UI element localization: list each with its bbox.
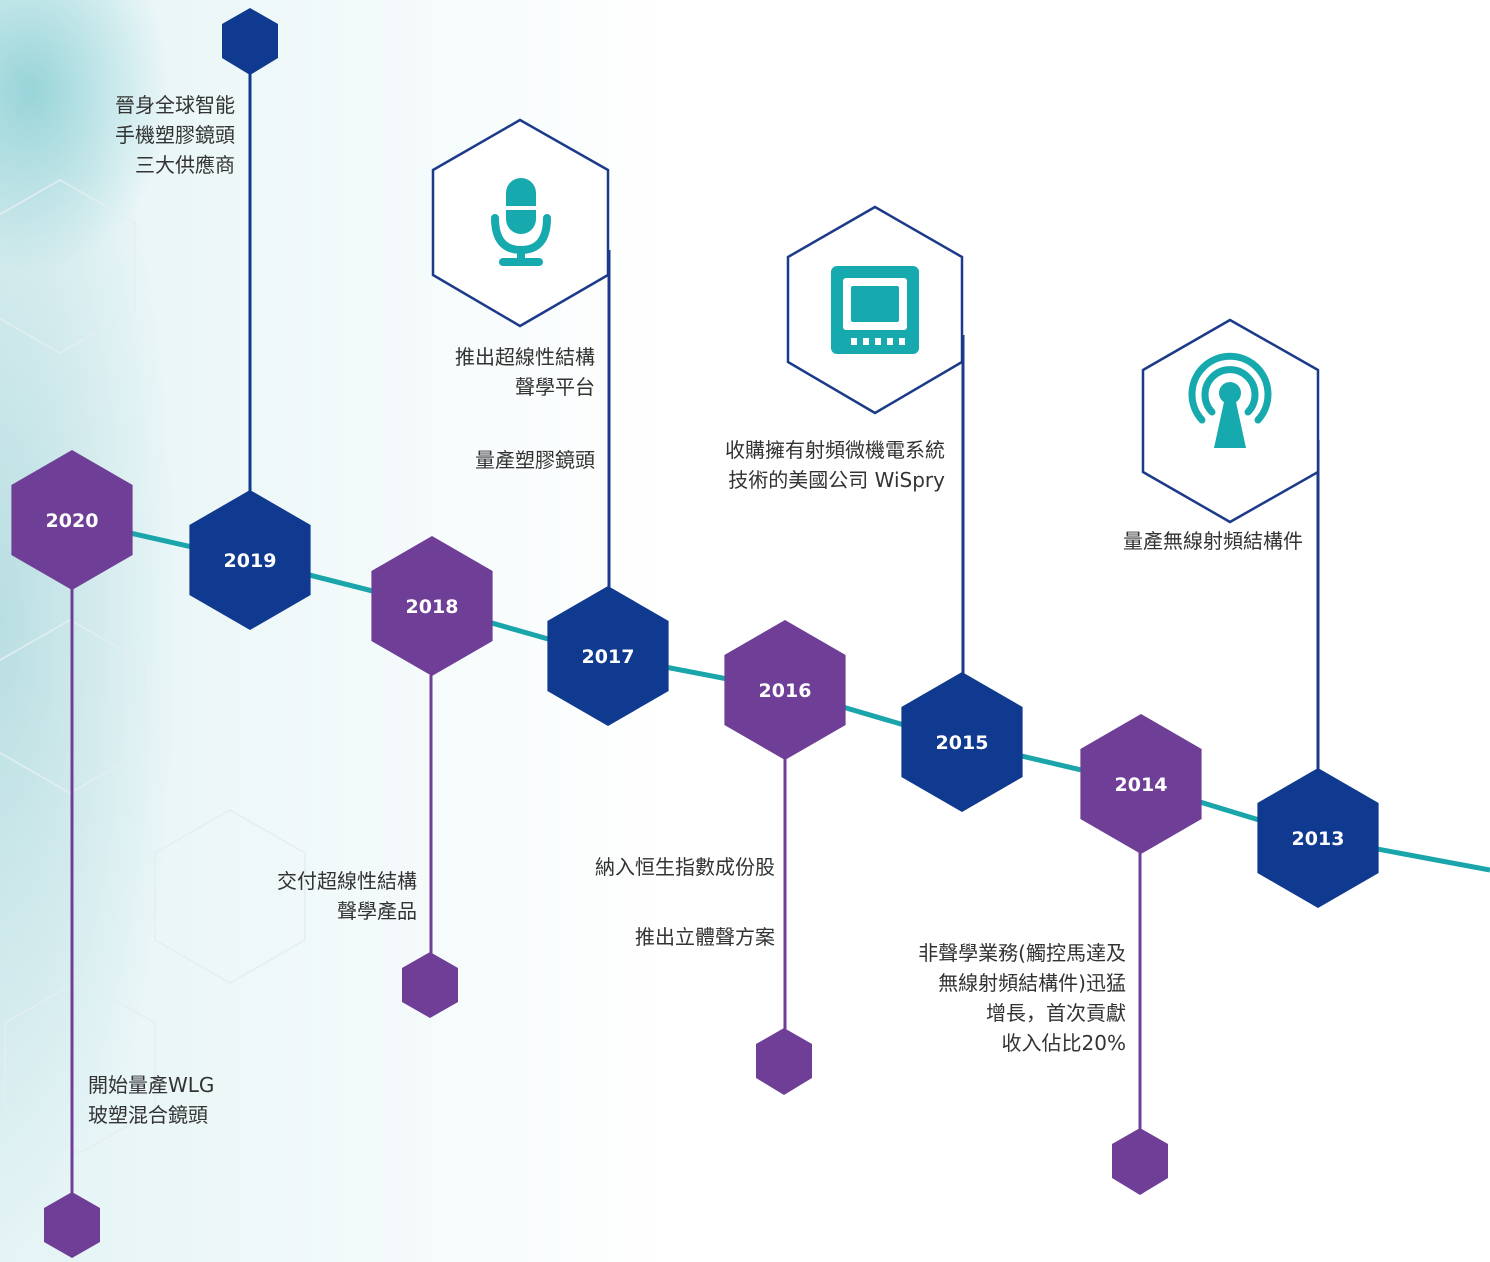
- year-label-2014: 2014: [1115, 774, 1168, 796]
- label-2016-a-line-1: 納入恒生指數成份股: [595, 855, 775, 879]
- label-2015: 收購擁有射頻微機電系統 技術的美國公司 WiSpry: [640, 435, 945, 495]
- small-hex-2018: [402, 952, 458, 1018]
- label-2014-line-4: 收入佔比20%: [1001, 1031, 1126, 1055]
- label-2017-a-line-1: 推出超線性結構: [455, 345, 595, 369]
- year-hex-2018: [371, 536, 493, 676]
- label-2016-b-line-1: 推出立體聲方案: [635, 925, 775, 949]
- year-node-2015: 2015: [901, 672, 1023, 812]
- small-hex-markers: [44, 8, 1168, 1258]
- label-2020: 開始量產WLG 玻塑混合鏡頭: [88, 1070, 288, 1130]
- antenna-icon: [1188, 352, 1272, 448]
- label-2018-line-1: 交付超線性結構: [277, 869, 417, 893]
- chip-icon: [831, 266, 919, 354]
- label-2020-line-2: 玻塑混合鏡頭: [88, 1103, 208, 1127]
- background-hex-pattern: [0, 179, 306, 1154]
- year-label-2020: 2020: [46, 510, 99, 532]
- small-hex-2016: [756, 1028, 812, 1095]
- label-2014-line-3: 增長，首次貢獻: [986, 1001, 1126, 1025]
- label-2013-line-1: 量產無線射頻結構件: [1123, 529, 1303, 553]
- label-2015-line-1: 收購擁有射頻微機電系統: [725, 438, 945, 462]
- year-node-2019: 2019: [189, 490, 311, 630]
- label-2014-line-2: 無線射頻結構件)迅猛: [938, 971, 1126, 995]
- small-hex-2014: [1112, 1128, 1168, 1195]
- label-2016-b: 推出立體聲方案: [520, 922, 775, 952]
- year-node-2020: 2020: [11, 450, 133, 590]
- year-label-2017: 2017: [582, 646, 635, 668]
- year-label-2019: 2019: [224, 550, 277, 572]
- label-2015-line-2: 技術的美國公司 WiSpry: [728, 468, 945, 492]
- year-label-2015: 2015: [936, 732, 989, 754]
- year-hex-2020: [11, 450, 133, 590]
- label-2018-line-2: 聲學產品: [337, 899, 417, 923]
- year-node-2014: 2014: [1080, 714, 1202, 854]
- year-hex-2019: [189, 490, 311, 630]
- connectors: [70, 40, 1320, 1225]
- small-hex-2020: [44, 1192, 100, 1258]
- label-2020-line-1: 開始量產WLG: [88, 1073, 215, 1097]
- year-label-2018: 2018: [406, 596, 459, 618]
- year-hex-2013: [1257, 768, 1379, 908]
- label-2019-line-3: 三大供應商: [135, 153, 235, 177]
- label-2017-b-line-1: 量產塑膠鏡頭: [475, 448, 595, 472]
- icon-hex-2017: [431, 118, 610, 328]
- microphone-icon: [491, 178, 551, 266]
- label-2017-b: 量產塑膠鏡頭: [380, 445, 595, 475]
- icon-hex-2013: [1141, 318, 1320, 524]
- label-2017-a-line-2: 聲學平台: [515, 375, 595, 399]
- year-node-2018: 2018: [371, 536, 493, 676]
- label-2018: 交付超線性結構 聲學產品: [200, 866, 417, 926]
- label-2019-line-2: 手機塑膠鏡頭: [115, 123, 235, 147]
- small-hex-2019: [222, 8, 278, 75]
- year-hex-2017: [547, 586, 669, 726]
- year-label-2013: 2013: [1292, 828, 1345, 850]
- year-hex-2015: [901, 672, 1023, 812]
- year-node-2013: 2013: [1257, 768, 1379, 908]
- year-label-2016: 2016: [759, 680, 812, 702]
- year-hex-2014: [1080, 714, 1202, 854]
- label-2016-a: 納入恒生指數成份股: [520, 852, 775, 882]
- icon-hex-2015: [786, 205, 964, 415]
- year-node-2017: 2017: [547, 586, 669, 726]
- label-2014: 非聲學業務(觸控馬達及 無線射頻結構件)迅猛 增長，首次貢獻 收入佔比20%: [840, 938, 1126, 1058]
- year-node-2016: 2016: [724, 620, 846, 760]
- year-hex-2016: [724, 620, 846, 760]
- label-2017-a: 推出超線性結構 聲學平台: [380, 342, 595, 402]
- label-2013: 量產無線射頻結構件: [1050, 526, 1303, 556]
- label-2019-line-1: 晉身全球智能: [115, 93, 235, 117]
- label-2014-line-1: 非聲學業務(觸控馬達及: [918, 941, 1126, 965]
- label-2019: 晉身全球智能 手機塑膠鏡頭 三大供應商: [60, 90, 235, 180]
